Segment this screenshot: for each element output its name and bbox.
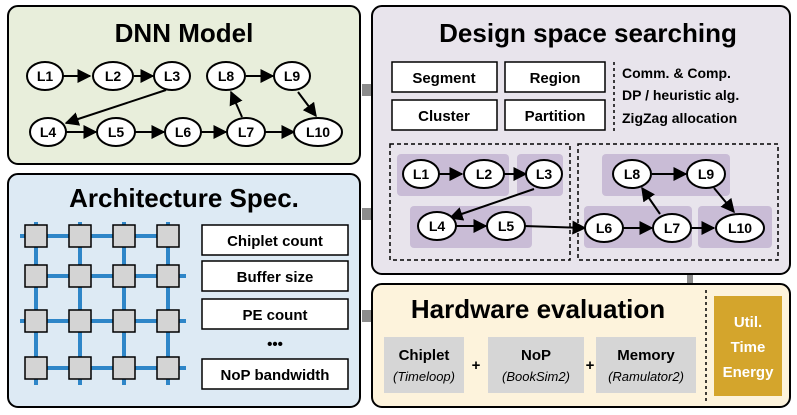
dnn-node-label: L5 xyxy=(108,124,125,140)
dse-note-comm: Comm. & Comp. xyxy=(622,65,731,81)
hw-component-memory: Memory (Ramulator2) xyxy=(596,337,696,393)
dse-node-l8: L8 xyxy=(612,159,652,189)
dnn-title: DNN Model xyxy=(115,18,254,48)
dse-box-label: Segment xyxy=(412,70,475,87)
dse-box-segment: Segment xyxy=(391,61,498,93)
dnn-edges xyxy=(63,69,317,139)
dnn-node-label: L1 xyxy=(37,68,54,84)
dnn-node-label: L3 xyxy=(164,68,181,84)
hw-component-tool: (BookSim2) xyxy=(502,369,570,384)
dse-node-l7: L7 xyxy=(652,213,692,243)
arch-title: Architecture Spec. xyxy=(69,183,299,213)
hw-component-name: Memory xyxy=(617,347,675,364)
dse-node-l9: L9 xyxy=(686,159,726,189)
dse-title: Design space searching xyxy=(439,18,737,48)
dse-node-label: L5 xyxy=(498,218,515,234)
dse-partition-left xyxy=(389,143,571,261)
dse-node-label: L6 xyxy=(596,220,613,236)
dse-note-zigzag: ZigZag allocation xyxy=(622,110,737,126)
spec-nop-bandwidth: NoP bandwidth xyxy=(201,358,349,390)
hw-component-tool: (Ramulator2) xyxy=(608,369,684,384)
dse-node-label: L8 xyxy=(624,166,641,182)
mesh-chiplets xyxy=(24,224,180,380)
dse-box-label: Region xyxy=(530,70,581,87)
dse-node-label: L4 xyxy=(429,218,446,234)
dse-box-region: Region xyxy=(504,61,606,93)
dse-node-label: L10 xyxy=(728,220,752,236)
dnn-node-l3: L3 xyxy=(153,61,191,91)
dse-partition-right xyxy=(577,143,779,261)
hw-component-chiplet: Chiplet (Timeloop) xyxy=(384,337,464,393)
dnn-node-label: L8 xyxy=(218,68,235,84)
metric-energy: Energy xyxy=(723,364,775,381)
dnn-node-label: L4 xyxy=(40,124,57,140)
dse-node-l6: L6 xyxy=(584,213,624,243)
spec-buffer-size: Buffer size xyxy=(201,260,349,292)
hw-metrics-box: Util. Time Energy xyxy=(714,296,782,396)
dse-box-label: Cluster xyxy=(418,108,470,125)
dse-node-l3: L3 xyxy=(525,159,563,189)
spec-label: PE count xyxy=(242,307,307,324)
dse-node-label: L7 xyxy=(664,220,681,236)
dnn-node-l2: L2 xyxy=(92,61,134,91)
spec-label: NoP bandwidth xyxy=(221,367,330,384)
dse-edges xyxy=(439,167,735,235)
dse-edge-l3-l4 xyxy=(448,188,535,221)
hw-component-name: Chiplet xyxy=(399,347,450,364)
dnn-node-label: L6 xyxy=(175,124,192,140)
dse-node-l10: L10 xyxy=(715,213,765,243)
metric-time: Time xyxy=(731,339,766,356)
dnn-node-l10: L10 xyxy=(293,117,343,147)
hw-plus-2: + xyxy=(586,357,595,374)
dse-panel: Design space searching Segment Region Cl… xyxy=(371,5,791,275)
hw-component-tool: (Timeloop) xyxy=(393,369,455,384)
dnn-node-l9: L9 xyxy=(273,61,311,91)
hw-title: Hardware evaluation xyxy=(411,294,665,324)
hw-component-name: NoP xyxy=(521,347,551,364)
dse-node-label: L1 xyxy=(413,166,430,182)
hw-plus-1: + xyxy=(472,357,481,374)
dnn-model-panel: DNN Model L1 L2 L3 L4 L5 L6 L7 L8 L9 L10 xyxy=(7,5,361,165)
dse-box-partition: Partition xyxy=(504,99,606,131)
dnn-node-label: L7 xyxy=(238,124,255,140)
dse-edge-l7-l8 xyxy=(641,186,661,215)
spec-label: Buffer size xyxy=(237,269,314,286)
dse-box-label: Partition xyxy=(525,108,586,125)
chiplet-mesh xyxy=(20,222,186,385)
dnn-node-l4: L4 xyxy=(29,117,67,147)
hw-eval-panel: Hardware evaluation Chiplet (Timeloop) +… xyxy=(371,283,791,408)
dse-note-dp: DP / heuristic alg. xyxy=(622,87,739,103)
dnn-node-label: L9 xyxy=(284,68,301,84)
spec-pe-count: PE count xyxy=(201,298,349,330)
hw-component-nop: NoP (BookSim2) xyxy=(488,337,584,393)
spec-chiplet-count: Chiplet count xyxy=(201,224,349,256)
dnn-node-l1: L1 xyxy=(26,61,64,91)
dnn-node-l7: L7 xyxy=(226,117,266,147)
dse-node-l1: L1 xyxy=(402,159,440,189)
arch-spec-panel: Architecture Spec. xyxy=(7,173,361,408)
spec-ellipsis: ••• xyxy=(267,336,283,353)
dnn-node-l5: L5 xyxy=(96,117,136,147)
dnn-node-label: L2 xyxy=(105,68,122,84)
metric-util: Util. xyxy=(734,314,762,331)
dnn-edge-l9-l10 xyxy=(297,91,317,118)
spec-label: Chiplet count xyxy=(227,233,323,250)
dse-edge-l9-l10 xyxy=(713,187,735,214)
dnn-edge-l3-l4 xyxy=(64,89,167,126)
dse-edge-l5-l6 xyxy=(523,220,587,235)
dnn-node-label: L10 xyxy=(306,124,330,140)
dse-node-l2: L2 xyxy=(463,159,505,189)
dse-node-l5: L5 xyxy=(486,211,526,241)
dse-node-label: L2 xyxy=(476,166,493,182)
dse-node-label: L9 xyxy=(698,166,715,182)
dnn-node-l8: L8 xyxy=(206,61,246,91)
dse-node-label: L3 xyxy=(536,166,553,182)
dse-box-cluster: Cluster xyxy=(391,99,498,131)
dnn-node-l6: L6 xyxy=(164,117,202,147)
dse-node-l4: L4 xyxy=(417,211,457,241)
dnn-edge-l7-l8 xyxy=(229,90,243,118)
